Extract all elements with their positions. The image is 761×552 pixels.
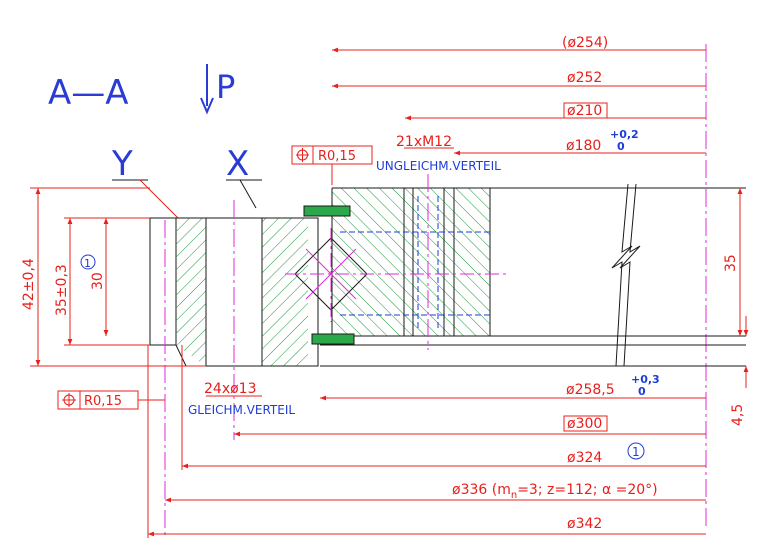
y-label: Y (111, 144, 133, 184)
dim-324-note: 1 (632, 445, 640, 459)
dim-right-height: 35 (723, 254, 739, 272)
tolerance-top-label: R0,15 (318, 149, 356, 164)
tolerance-frame-top: R0,15 (291, 145, 373, 185)
dim-right-gap: 4,5 (730, 404, 746, 426)
bottom-dims: ø258,5 +0,3 0 ø300 ø324 1 ø336 (mn=3; z=… (147, 345, 706, 538)
dim-252: ø252 (567, 70, 602, 86)
dim-180-tol-lower: 0 (617, 140, 625, 153)
dim-180-tol-upper: +0,2 (610, 128, 639, 141)
dim-inner-note: 1 (84, 257, 91, 270)
dim-336: ø336 (mn=3; z=112; α =20°) (452, 482, 658, 501)
load-arrowhead-icon (200, 97, 214, 115)
dim-total-height: 42±0,4 (21, 258, 37, 310)
dim-180: ø180 (566, 138, 601, 154)
tolerance-frame-bottom: R0,15 (57, 390, 165, 410)
dim-210: ø210 (567, 103, 602, 119)
load-letter: P (216, 68, 235, 106)
dim-300: ø300 (567, 416, 602, 432)
holes-top-count: 21xM12 (396, 134, 452, 150)
dim-258-tol-lower: 0 (638, 385, 646, 398)
section-label-group: A—A P Y X (48, 64, 262, 219)
right-dims-top: (ø254) ø252 ø210 ø180 +0,2 0 (332, 35, 706, 156)
dim-342: ø342 (567, 516, 602, 532)
holes-bottom-note: GLEICHM.VERTEIL (188, 403, 295, 417)
dim-inner-height: 35±0,3 (54, 264, 70, 316)
holes-top-note: UNGLEICHM.VERTEIL (376, 159, 501, 173)
x-label: X (226, 144, 249, 184)
dim-258: ø258,5 (566, 382, 615, 398)
dim-254: (ø254) (562, 35, 608, 51)
section-label: A—A (48, 73, 129, 113)
tolerance-bottom-label: R0,15 (84, 394, 122, 409)
dim-324: ø324 (567, 450, 602, 466)
right-side-dims: 35 4,5 (723, 188, 749, 426)
dim-258-tol-upper: +0,3 (631, 373, 660, 386)
holes-bottom-count: 24xø13 (204, 381, 256, 397)
dim-small-height: 30 (90, 272, 106, 290)
left-dims: 42±0,4 35±0,3 1 30 (21, 187, 206, 367)
